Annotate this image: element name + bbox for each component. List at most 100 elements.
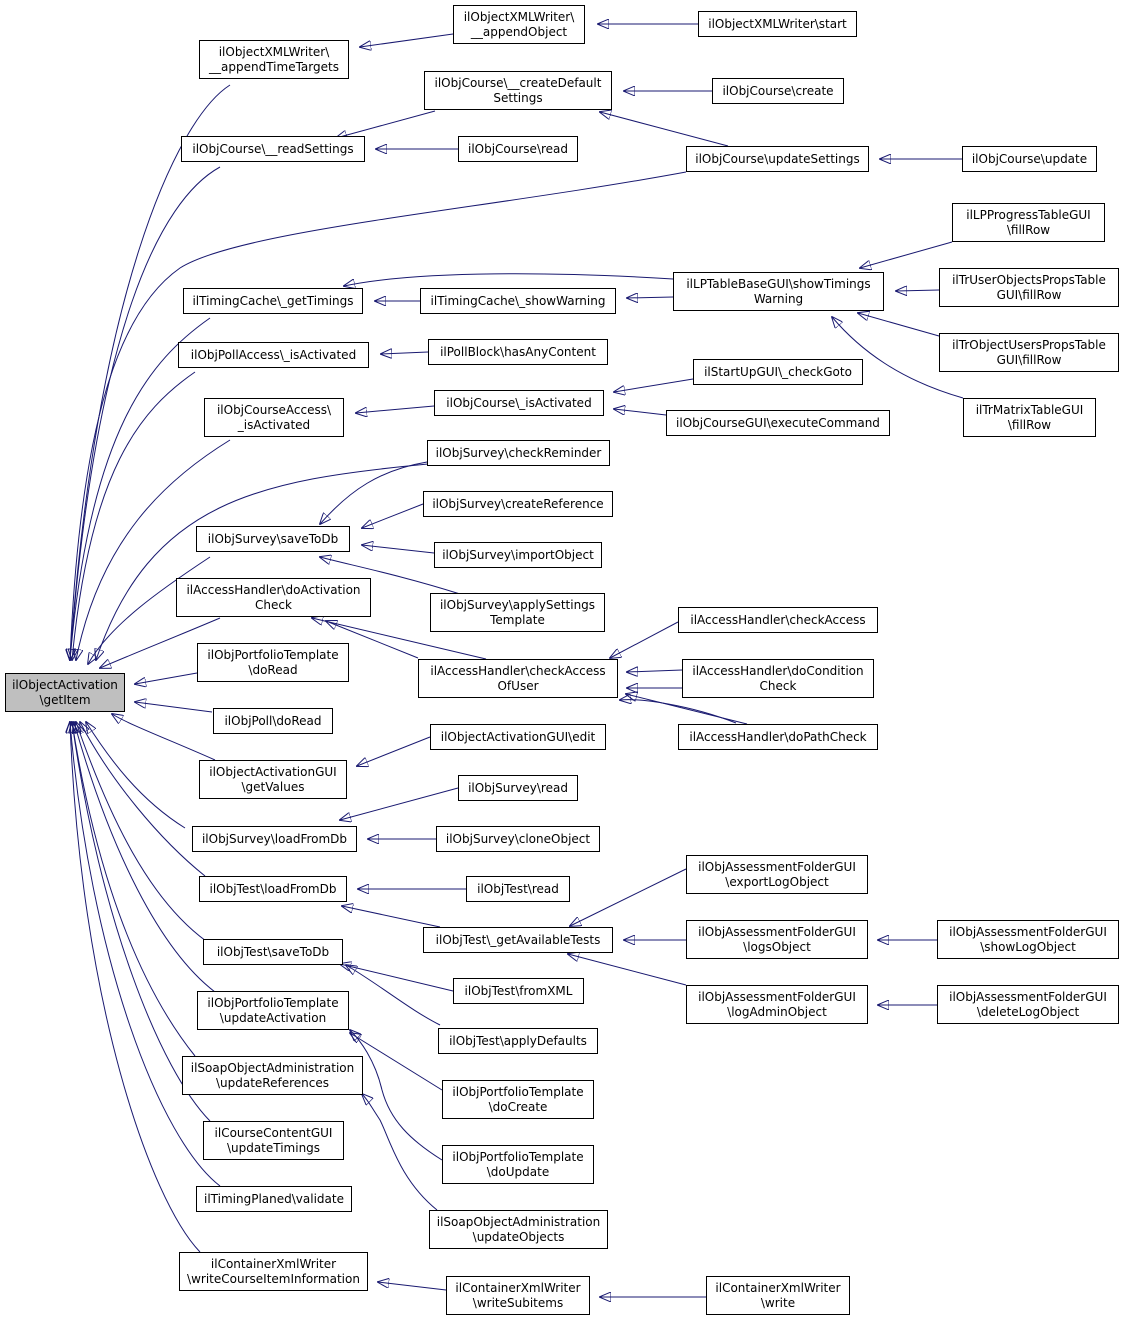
call-edge	[350, 1033, 443, 1091]
node-n22[interactable]: ilObjCourseGUI\executeCommand	[666, 410, 890, 436]
node-n50[interactable]: ilObjPortfolioTemplate\updateActivation	[197, 991, 349, 1030]
node-n30[interactable]: ilObjPortfolioTemplate\doRead	[197, 643, 349, 682]
node-label-line: ilObjCourse\create	[722, 83, 834, 98]
node-n36[interactable]: ilObjectActivationGUI\getValues	[199, 760, 347, 799]
node-label-line: ilTimingCache\_getTimings	[192, 293, 354, 308]
node-label-line: ilObjCourseAccess\	[216, 402, 332, 417]
node-n56[interactable]: ilTimingPlaned\validate	[196, 1186, 352, 1212]
node-label-line: ilObjSurvey\checkReminder	[435, 445, 602, 460]
node-n18[interactable]: ilStartUpGUI\_checkGoto	[693, 359, 863, 385]
node-label-line: \fillRow	[1007, 417, 1052, 432]
node-label-line: ilLPTableBaseGUI\showTimings	[686, 276, 871, 291]
node-n16[interactable]: ilPollBlock\hasAnyContent	[428, 339, 608, 365]
node-n44[interactable]: ilObjAssessmentFolderGUI\logsObject	[686, 920, 868, 959]
node-n51[interactable]: ilObjTest\applyDefaults	[438, 1028, 598, 1054]
node-n53[interactable]: ilObjPortfolioTemplate\doCreate	[442, 1080, 594, 1119]
node-n25[interactable]: ilObjSurvey\saveToDb	[196, 526, 350, 552]
node-n6[interactable]: ilObjCourse\__readSettings	[181, 136, 365, 162]
node-n29[interactable]: ilAccessHandler\checkAccess	[678, 607, 878, 633]
node-n20[interactable]: ilObjCourse\_isActivated	[434, 390, 604, 416]
node-label-line: \updateReferences	[215, 1075, 329, 1090]
node-label-line: ilAccessHandler\checkAccess	[690, 612, 866, 627]
node-n42[interactable]: ilObjTest\read	[466, 876, 570, 902]
call-edge	[340, 787, 459, 820]
call-edge	[88, 556, 211, 664]
node-label-line: ilObjCourse\updateSettings	[695, 151, 860, 166]
node-label-line: ilObjCourse\__createDefault	[434, 75, 602, 90]
node-n41[interactable]: ilObjTest\loadFromDb	[199, 876, 347, 902]
node-label-line: ilObjTest\_getAvailableTests	[435, 932, 601, 947]
node-root: ilObjectActivation\getItem	[5, 673, 125, 712]
node-n11[interactable]: ilTimingCache\_getTimings	[183, 288, 363, 314]
call-edge	[360, 33, 454, 47]
node-n47[interactable]: ilObjTest\fromXML	[453, 978, 584, 1004]
node-n24[interactable]: ilObjSurvey\createReference	[423, 491, 613, 517]
node-n8[interactable]: ilObjCourse\updateSettings	[686, 146, 869, 172]
node-label-line: \writeSubitems	[472, 1295, 564, 1310]
node-n33[interactable]: ilObjPoll\doRead	[213, 708, 333, 734]
node-label-line: ilPollBlock\hasAnyContent	[440, 344, 596, 359]
node-n3[interactable]: ilObjectXMLWriter\start	[698, 11, 857, 37]
call-edge	[76, 439, 231, 660]
node-n5[interactable]: ilObjCourse\create	[712, 78, 844, 104]
node-n54[interactable]: ilCourseContentGUI\updateTimings	[203, 1121, 344, 1160]
node-label-line: ilCourseContentGUI	[214, 1125, 333, 1140]
node-n19[interactable]: ilObjCourseAccess\_isActivated	[204, 398, 344, 437]
node-n23[interactable]: ilObjSurvey\checkReminder	[427, 440, 610, 466]
node-n55[interactable]: ilObjPortfolioTemplate\doUpdate	[442, 1145, 594, 1184]
node-n1[interactable]: ilObjectXMLWriter\__appendTimeTargets	[199, 40, 349, 79]
node-label-line: ilAccessHandler\doCondition	[692, 663, 864, 678]
node-n7[interactable]: ilObjCourse\read	[458, 136, 578, 162]
node-n58[interactable]: ilContainerXmlWriter\writeCourseItemInfo…	[179, 1252, 368, 1291]
node-label-line: \getValues	[241, 779, 305, 794]
node-n39[interactable]: ilObjSurvey\cloneObject	[436, 826, 600, 852]
node-n34[interactable]: ilAccessHandler\doPathCheck	[678, 724, 878, 750]
node-n37[interactable]: ilObjSurvey\read	[458, 775, 578, 801]
node-n9[interactable]: ilObjCourse\update	[962, 146, 1097, 172]
node-label-line: ilObjSurvey\applySettings	[439, 597, 596, 612]
node-n26[interactable]: ilObjSurvey\importObject	[434, 542, 602, 568]
node-label-line: ilTimingPlaned\validate	[204, 1191, 344, 1206]
node-label-line: ilObjPollAccess\_isActivated	[190, 347, 357, 362]
node-n57[interactable]: ilSoapObjectAdministration\updateObjects	[429, 1210, 608, 1249]
call-edge	[362, 545, 435, 554]
node-n35[interactable]: ilObjectActivationGUI\edit	[430, 724, 606, 750]
node-label-line: ilContainerXmlWriter	[715, 1280, 841, 1295]
node-label-line: \updateObjects	[472, 1229, 565, 1244]
node-label-line: \updateActivation	[219, 1010, 327, 1025]
node-label-line: ilObjectActivationGUI	[209, 764, 337, 779]
call-edge	[344, 273, 674, 286]
node-n59[interactable]: ilContainerXmlWriter\writeSubitems	[446, 1276, 590, 1315]
node-n60[interactable]: ilContainerXmlWriter\write	[706, 1276, 850, 1315]
node-label-line: ilObjSurvey\cloneObject	[445, 831, 591, 846]
node-n46[interactable]: ilObjTest\saveToDb	[203, 939, 343, 965]
node-n10[interactable]: ilLPProgressTableGUI\fillRow	[952, 203, 1105, 242]
node-n43[interactable]: ilObjTest\_getAvailableTests	[423, 927, 613, 953]
node-n21[interactable]: ilTrMatrixTableGUI\fillRow	[963, 398, 1096, 437]
node-label-line: ilObjPortfolioTemplate	[452, 1084, 584, 1099]
node-n45[interactable]: ilObjAssessmentFolderGUI\showLogObject	[937, 920, 1119, 959]
node-n2[interactable]: ilObjectXMLWriter\__appendObject	[453, 5, 585, 44]
node-n48[interactable]: ilObjAssessmentFolderGUI\logAdminObject	[686, 985, 868, 1024]
node-n12[interactable]: ilTimingCache\_showWarning	[420, 288, 616, 314]
node-label-line: ilObjectActivation	[12, 677, 118, 692]
node-label-line: ilContainerXmlWriter	[455, 1280, 581, 1295]
node-n38[interactable]: ilObjSurvey\loadFromDb	[192, 826, 357, 852]
call-edge	[346, 965, 441, 1026]
node-label-line: _isActivated	[237, 417, 311, 432]
node-n52[interactable]: ilSoapObjectAdministration\updateReferen…	[182, 1056, 363, 1095]
node-n40[interactable]: ilObjAssessmentFolderGUI\exportLogObject	[686, 855, 868, 894]
node-label-line: ilObjAssessmentFolderGUI	[949, 989, 1107, 1004]
node-n49[interactable]: ilObjAssessmentFolderGUI\deleteLogObject	[937, 985, 1119, 1024]
call-edge	[340, 964, 454, 992]
call-edge	[378, 1282, 447, 1291]
node-n15[interactable]: ilObjPollAccess\_isActivated	[178, 342, 369, 368]
